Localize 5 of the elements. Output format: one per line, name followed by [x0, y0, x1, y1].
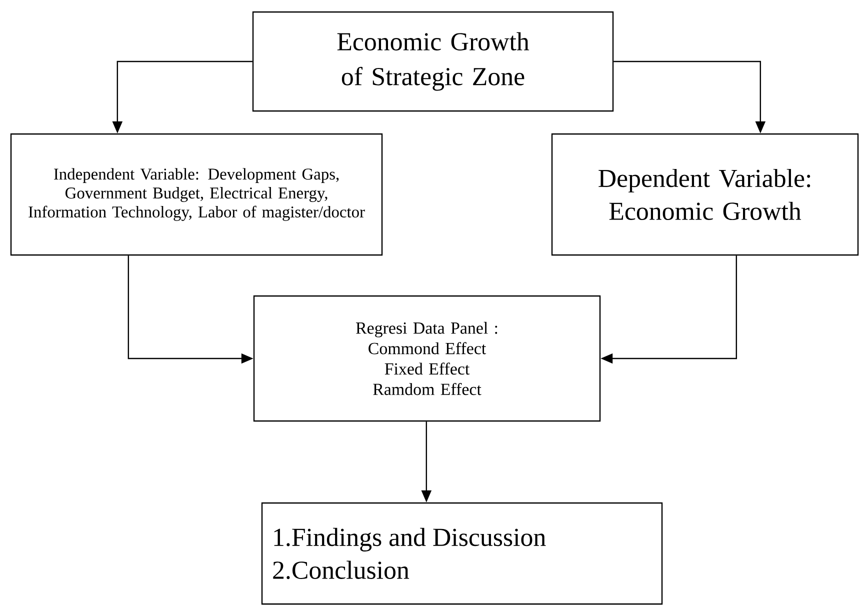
process-box: Dependent Variable: Economic Growth	[551, 133, 859, 256]
process-box: Independent Variable: Development Gaps, Government Budget, Electrical Energy, Information Technology, Labor of magister/doctor	[10, 133, 383, 256]
process-box: Economic Growth of Strategic Zone	[252, 11, 614, 112]
process-box: Regresi Data Panel : Commond Effect Fixed Effect Ramdom Effect	[253, 295, 601, 422]
process-box: 1.Findings and Discussion 2.Conclusion	[261, 502, 663, 605]
